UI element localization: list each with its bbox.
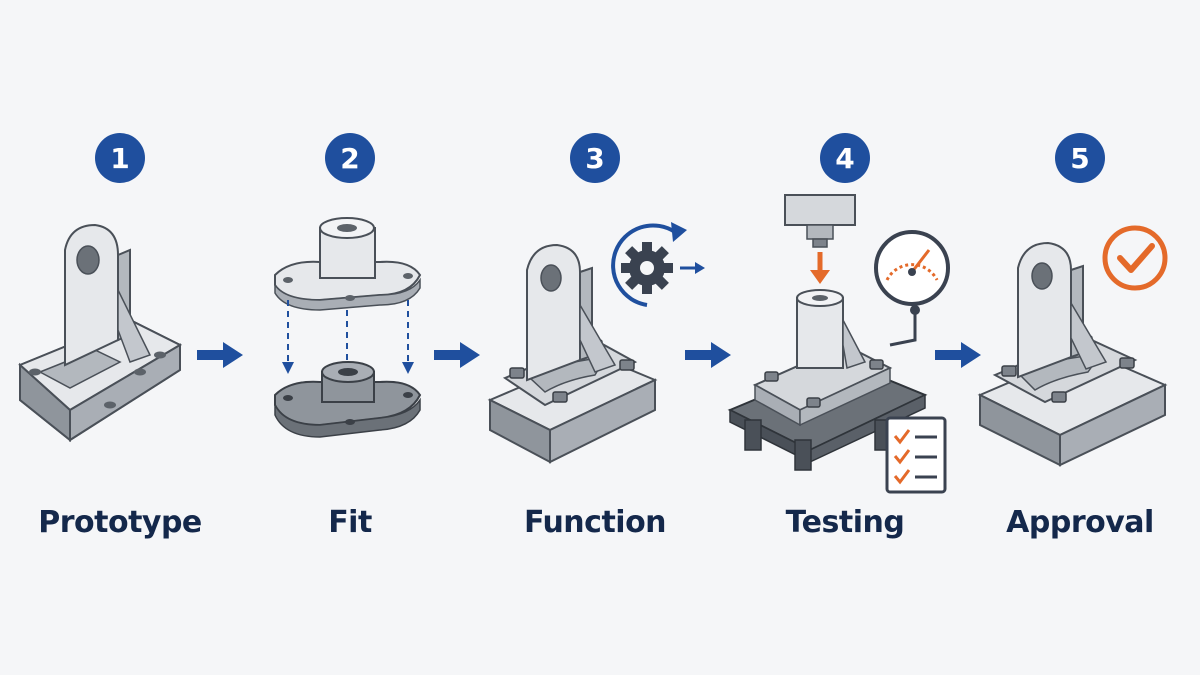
bracket-prototype-icon [18,223,183,443]
step-label: Testing [785,505,905,540]
step-label: Approval [1006,505,1154,540]
step-number-badge: 1 [95,133,145,183]
right-arrow-icon [685,342,731,368]
step-number-badge: 5 [1055,133,1105,183]
step-5: 5 Approval [960,0,1200,675]
step-label: Prototype [38,505,202,540]
exploded-fit-icon [274,217,422,438]
press-gauge-checklist-icon [727,194,950,494]
step-number-badge: 3 [570,133,620,183]
step-number-badge: 4 [820,133,870,183]
right-arrow-icon [197,342,243,368]
step-4: 4 [725,0,965,675]
step-3: 3 [475,0,715,675]
approval-check-icon [977,225,1168,467]
step-label: Function [523,505,667,540]
gear-function-icon [487,222,705,464]
right-arrow-icon [935,342,981,368]
step-1: 1 Prototype [0,0,240,675]
right-arrow-icon [434,342,480,368]
step-number-badge: 2 [325,133,375,183]
step-label: Fit [328,505,372,540]
step-2: 2 Fi [230,0,470,675]
